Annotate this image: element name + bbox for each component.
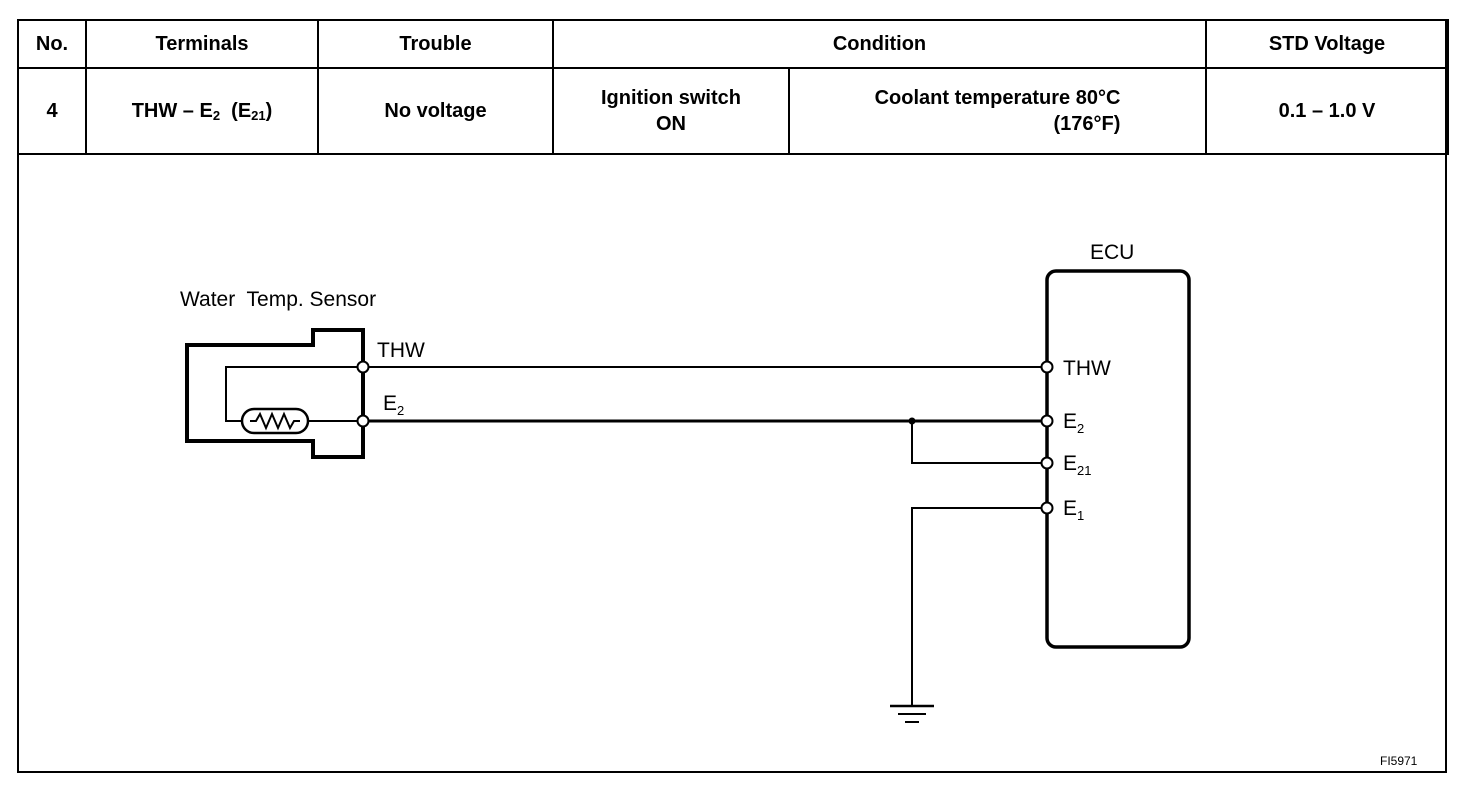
condition-ignition-line2: ON	[656, 113, 686, 135]
wire-thw-label: THW	[377, 339, 425, 362]
header-trouble: Trouble	[317, 19, 554, 69]
ecu-pin-e21-letter: E	[1063, 452, 1077, 475]
terminals-paren-close: )	[265, 100, 273, 122]
ecu-pin-e2-label: E2	[1063, 410, 1084, 436]
ecu-pin-thw-label: THW	[1063, 357, 1111, 380]
spec-table: No. Terminals Trouble Condition STD Volt…	[17, 19, 1449, 155]
terminals-sub-2: 2	[212, 108, 221, 123]
sensor-internal-wire	[225, 366, 363, 422]
sensor-terminal-e2	[356, 414, 370, 428]
condition-coolant-line1: Coolant temperature 80°C	[874, 87, 1121, 109]
cell-no: 4	[17, 67, 87, 155]
table-header-row: No. Terminals Trouble Condition STD Volt…	[17, 19, 1449, 69]
wire-e21	[911, 421, 1044, 464]
ecu-terminal-e21	[1040, 456, 1054, 470]
header-no: No.	[17, 19, 87, 69]
terminals-paren-open: (E	[231, 100, 252, 122]
sensor-label: Water Temp. Sensor	[180, 288, 376, 311]
wire-e1	[911, 507, 1044, 706]
cell-terminals: THW – E2 (E21)	[85, 67, 319, 155]
wire-e2-label: E2	[383, 392, 404, 418]
table-row: 4 THW – E2 (E21) No voltage Ignition swi…	[17, 67, 1449, 155]
ecu-pin-e2-sub: 2	[1077, 421, 1084, 436]
ecu-pin-e2-letter: E	[1063, 410, 1077, 433]
terminals-sub-21: 21	[251, 108, 266, 123]
ecu-pin-e21-sub: 21	[1077, 463, 1091, 478]
sensor-housing	[185, 328, 365, 459]
ecu-pin-e1-label: E1	[1063, 497, 1084, 523]
wire-e2-sub: 2	[397, 403, 404, 418]
ecu-terminal-e2	[1040, 414, 1054, 428]
ground-icon	[890, 704, 934, 723]
header-terminals: Terminals	[85, 19, 319, 69]
terminals-main: THW – E	[131, 100, 213, 122]
junction-dot	[908, 417, 916, 425]
condition-coolant-line2: (176°F)	[1053, 113, 1121, 135]
ecu-pin-e1-sub: 1	[1077, 508, 1084, 523]
header-std-voltage: STD Voltage	[1205, 19, 1449, 69]
wire-e2-letter: E	[383, 392, 397, 415]
cell-condition-coolant: Coolant temperature 80°C (176°F)	[788, 67, 1207, 155]
cell-trouble: No voltage	[317, 67, 554, 155]
ecu-terminal-thw	[1040, 360, 1054, 374]
header-condition: Condition	[552, 19, 1207, 69]
ecu-pin-e1-letter: E	[1063, 497, 1077, 520]
sensor-terminal-thw	[356, 360, 370, 374]
cell-std-voltage: 0.1 – 1.0 V	[1205, 67, 1449, 155]
condition-ignition-line1: Ignition switch	[601, 87, 741, 109]
ecu-terminal-e1	[1040, 501, 1054, 515]
condition-coolant-block: Coolant temperature 80°C (176°F)	[875, 85, 1121, 137]
resistor-zigzag-icon	[250, 411, 300, 431]
figure-id: FI5971	[1380, 754, 1418, 768]
ecu-pin-e21-label: E21	[1063, 452, 1091, 478]
ecu-label: ECU	[1090, 241, 1134, 264]
